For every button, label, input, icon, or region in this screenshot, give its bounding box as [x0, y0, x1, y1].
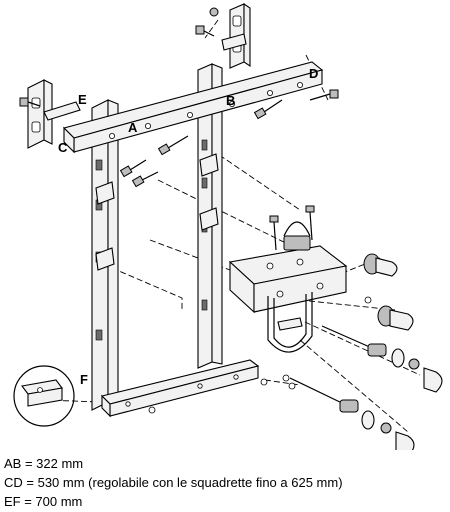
point-label-a: A [128, 120, 138, 135]
legend-cd: CD = 530 mm (regolabile con le squadrett… [4, 475, 343, 490]
detail-magnifier [13, 365, 75, 427]
clamp-bolts-top [269, 205, 315, 251]
u-bolt [267, 292, 313, 353]
point-label-e: E [78, 92, 87, 107]
legend-ef: EF = 700 mm [4, 494, 83, 509]
dimension-legend: AB = 322 mm CD = 530 mm (regolabile con … [4, 454, 343, 511]
point-label-d: D [309, 66, 318, 81]
rail-bolts [19, 7, 339, 188]
point-label-b: B [226, 93, 235, 108]
washers-nuts [148, 296, 372, 414]
top-rail [62, 61, 324, 154]
right-vertical-post [197, 63, 223, 369]
legend-ab: AB = 322 mm [4, 456, 84, 471]
bottom-rail [100, 359, 260, 418]
point-label-f: F [80, 372, 88, 387]
point-label-c: C [58, 140, 68, 155]
mounting-frame-drawing: A B C D E F [13, 2, 443, 457]
wall-bracket-left [27, 79, 81, 149]
wall-bracket-right [221, 2, 251, 69]
mast-mounting-plate [228, 221, 348, 314]
